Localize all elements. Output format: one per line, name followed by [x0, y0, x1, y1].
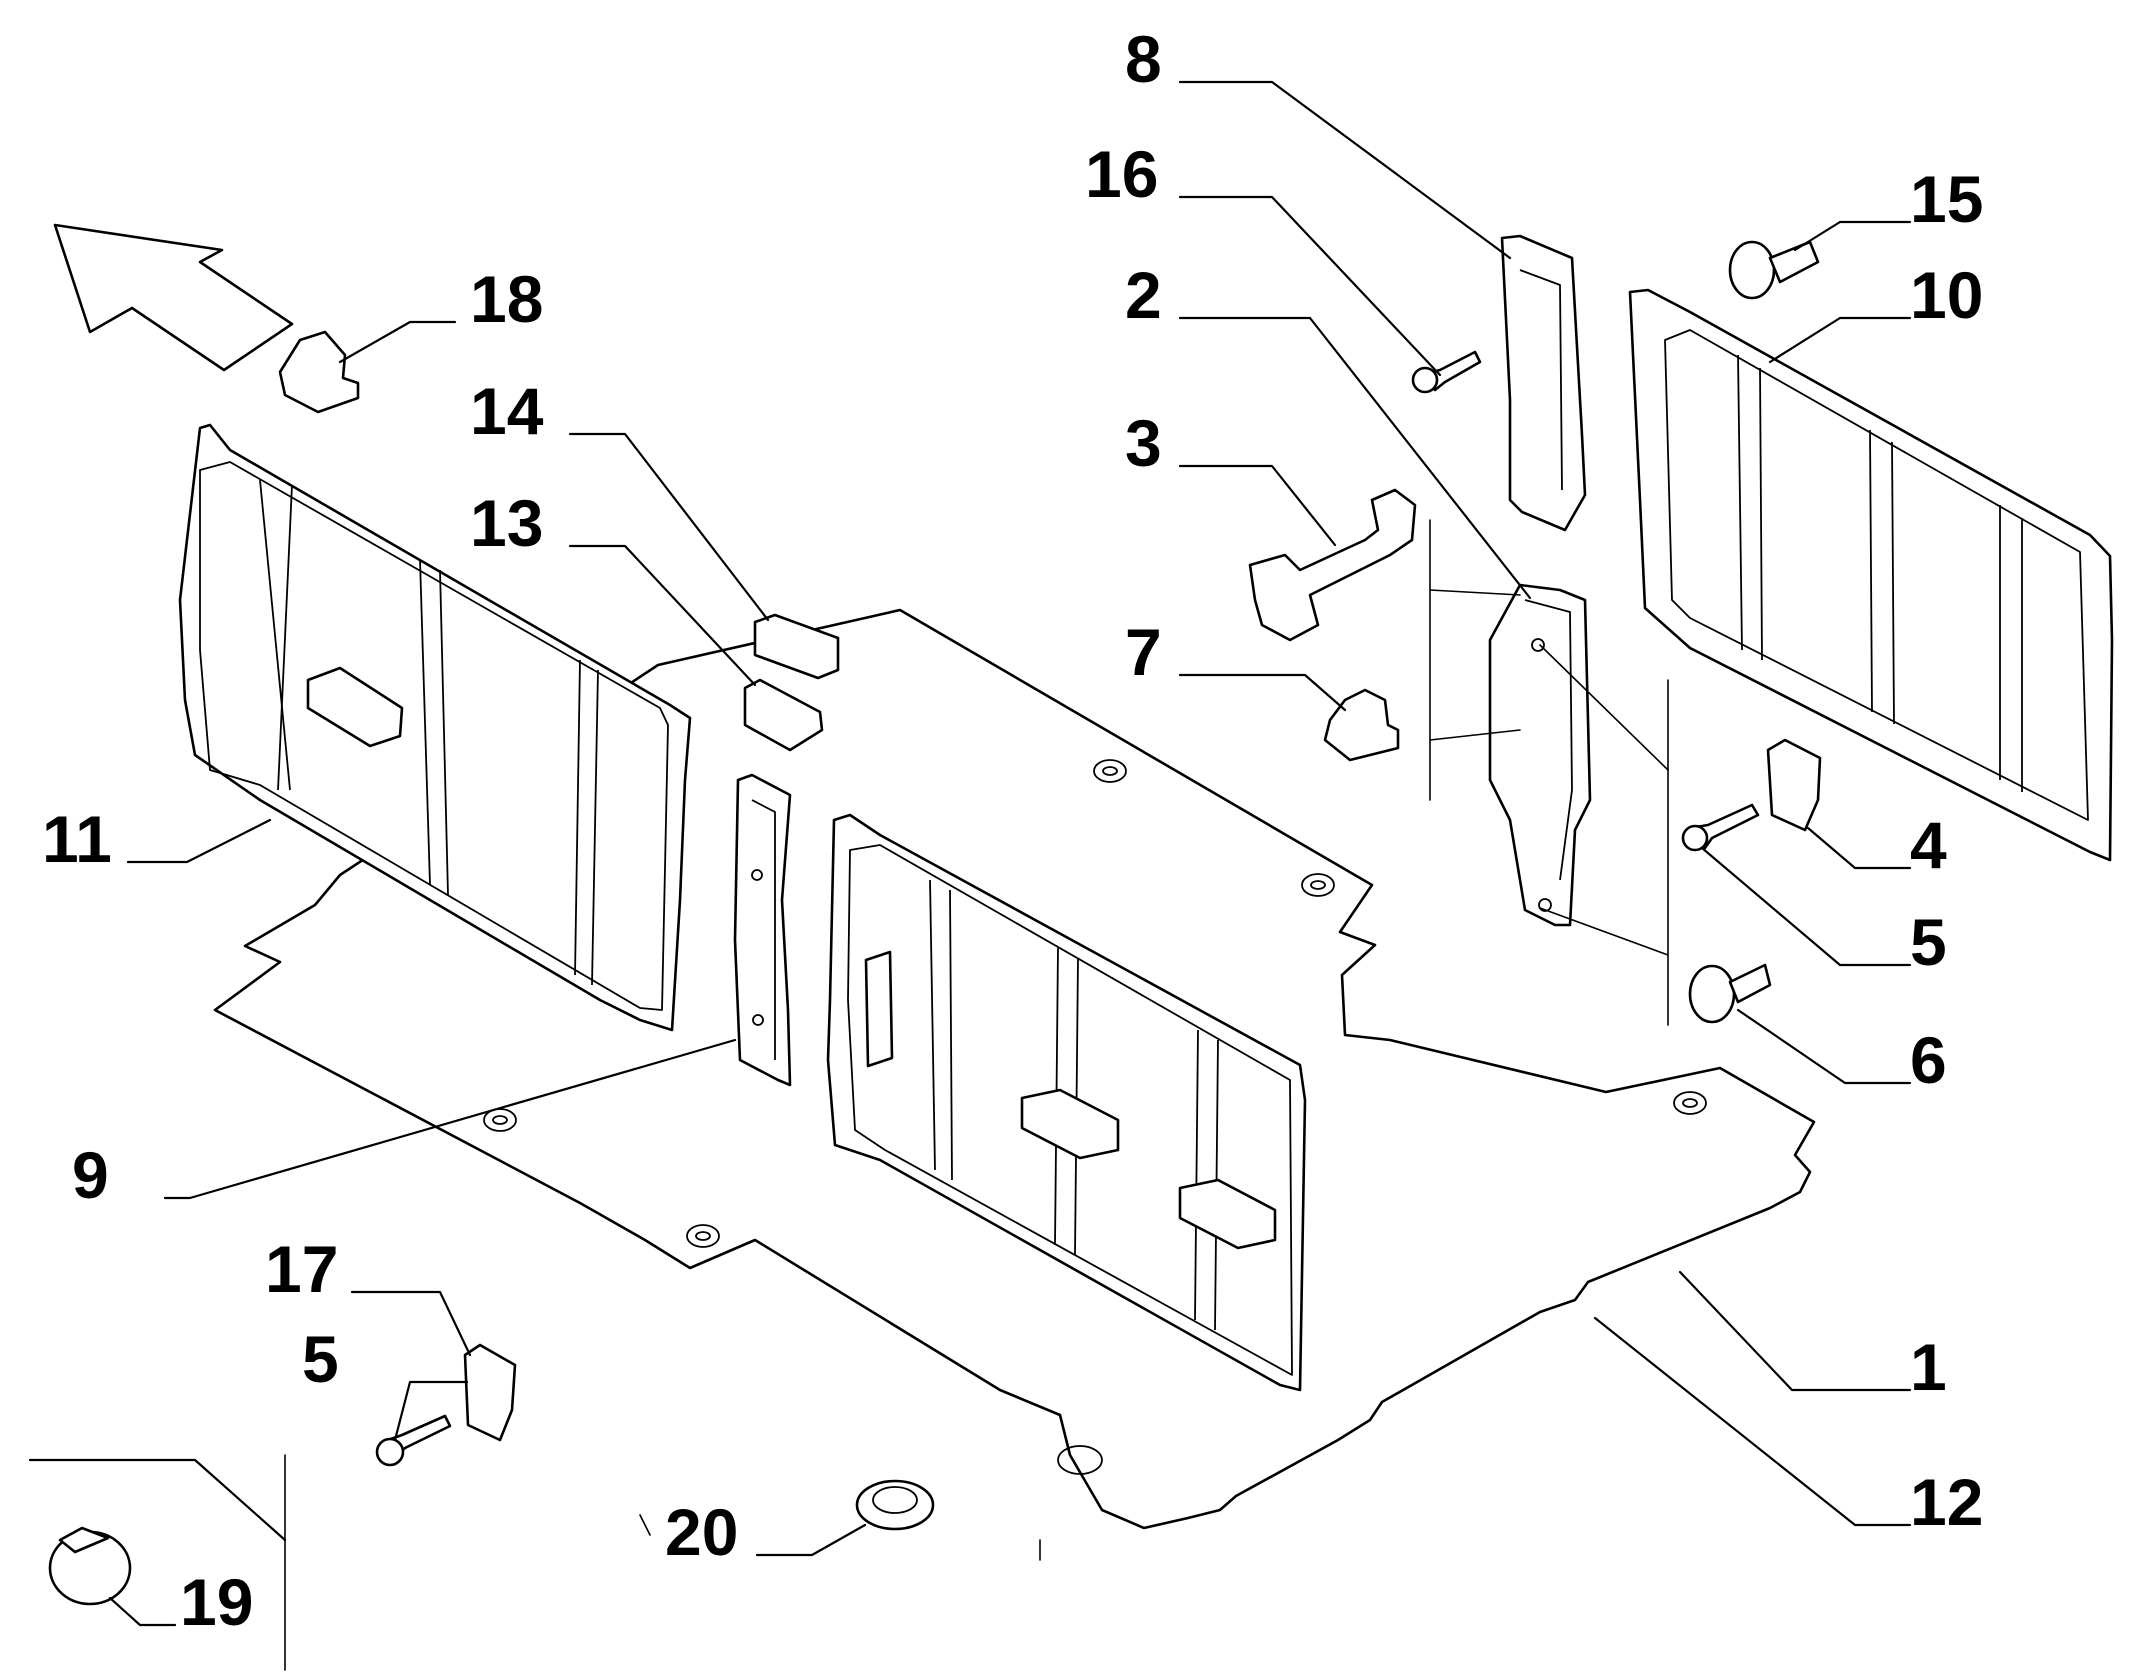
callout-16: 16 — [1085, 137, 1158, 211]
callout-19: 19 — [180, 1565, 253, 1639]
side-trim-panel — [1488, 583, 1592, 927]
bracket-13 — [743, 678, 824, 752]
mat-grommets — [483, 759, 1707, 1475]
callout-8: 8 — [1125, 22, 1162, 96]
callout-5-right: 5 — [1910, 905, 1947, 979]
screw-icon — [1681, 803, 1760, 852]
center-backrest-panel — [826, 813, 1307, 1392]
clip-plate-4 — [1766, 738, 1822, 832]
push-clip-icon — [1728, 240, 1820, 300]
double-clip — [1248, 488, 1417, 642]
callout-1: 1 — [1910, 1330, 1947, 1404]
foam-block-14 — [753, 613, 840, 680]
assembly-lines — [284, 519, 1669, 1671]
right-upper-panel — [1628, 288, 2114, 862]
callout-5-left: 5 — [302, 1322, 339, 1396]
callout-14: 14 — [470, 374, 544, 448]
callout-15: 15 — [1910, 162, 1983, 236]
callout-11: 11 — [42, 802, 112, 876]
leader-lines — [28, 80, 1912, 1627]
direction-arrow-icon — [53, 223, 294, 372]
callout-12: 12 — [1910, 1465, 1983, 1539]
callout-2: 2 — [1125, 258, 1162, 332]
callout-7: 7 — [1125, 615, 1162, 689]
grommet-icon — [855, 1479, 935, 1531]
trim-strip — [1500, 234, 1587, 532]
callout-10: 10 — [1910, 258, 1983, 332]
clip-plate-17 — [463, 1343, 517, 1442]
left-backrest-panel — [178, 423, 692, 1032]
screw-icon — [375, 1414, 452, 1467]
callout-17: 17 — [265, 1232, 338, 1306]
callout-18: 18 — [470, 262, 543, 336]
screw-icon — [1411, 350, 1482, 394]
callout-13: 13 — [470, 486, 543, 560]
clip-7 — [1323, 688, 1400, 762]
clip-18 — [278, 330, 360, 414]
callout-6: 6 — [1910, 1023, 1947, 1097]
push-clip-icon — [1688, 963, 1772, 1024]
callout-9: 9 — [72, 1138, 109, 1212]
callout-20: 20 — [665, 1495, 738, 1569]
callout-4: 4 — [1910, 808, 1947, 882]
cap-icon — [48, 1526, 132, 1606]
callout-3: 3 — [1125, 406, 1162, 480]
pillar-trim — [733, 773, 792, 1087]
